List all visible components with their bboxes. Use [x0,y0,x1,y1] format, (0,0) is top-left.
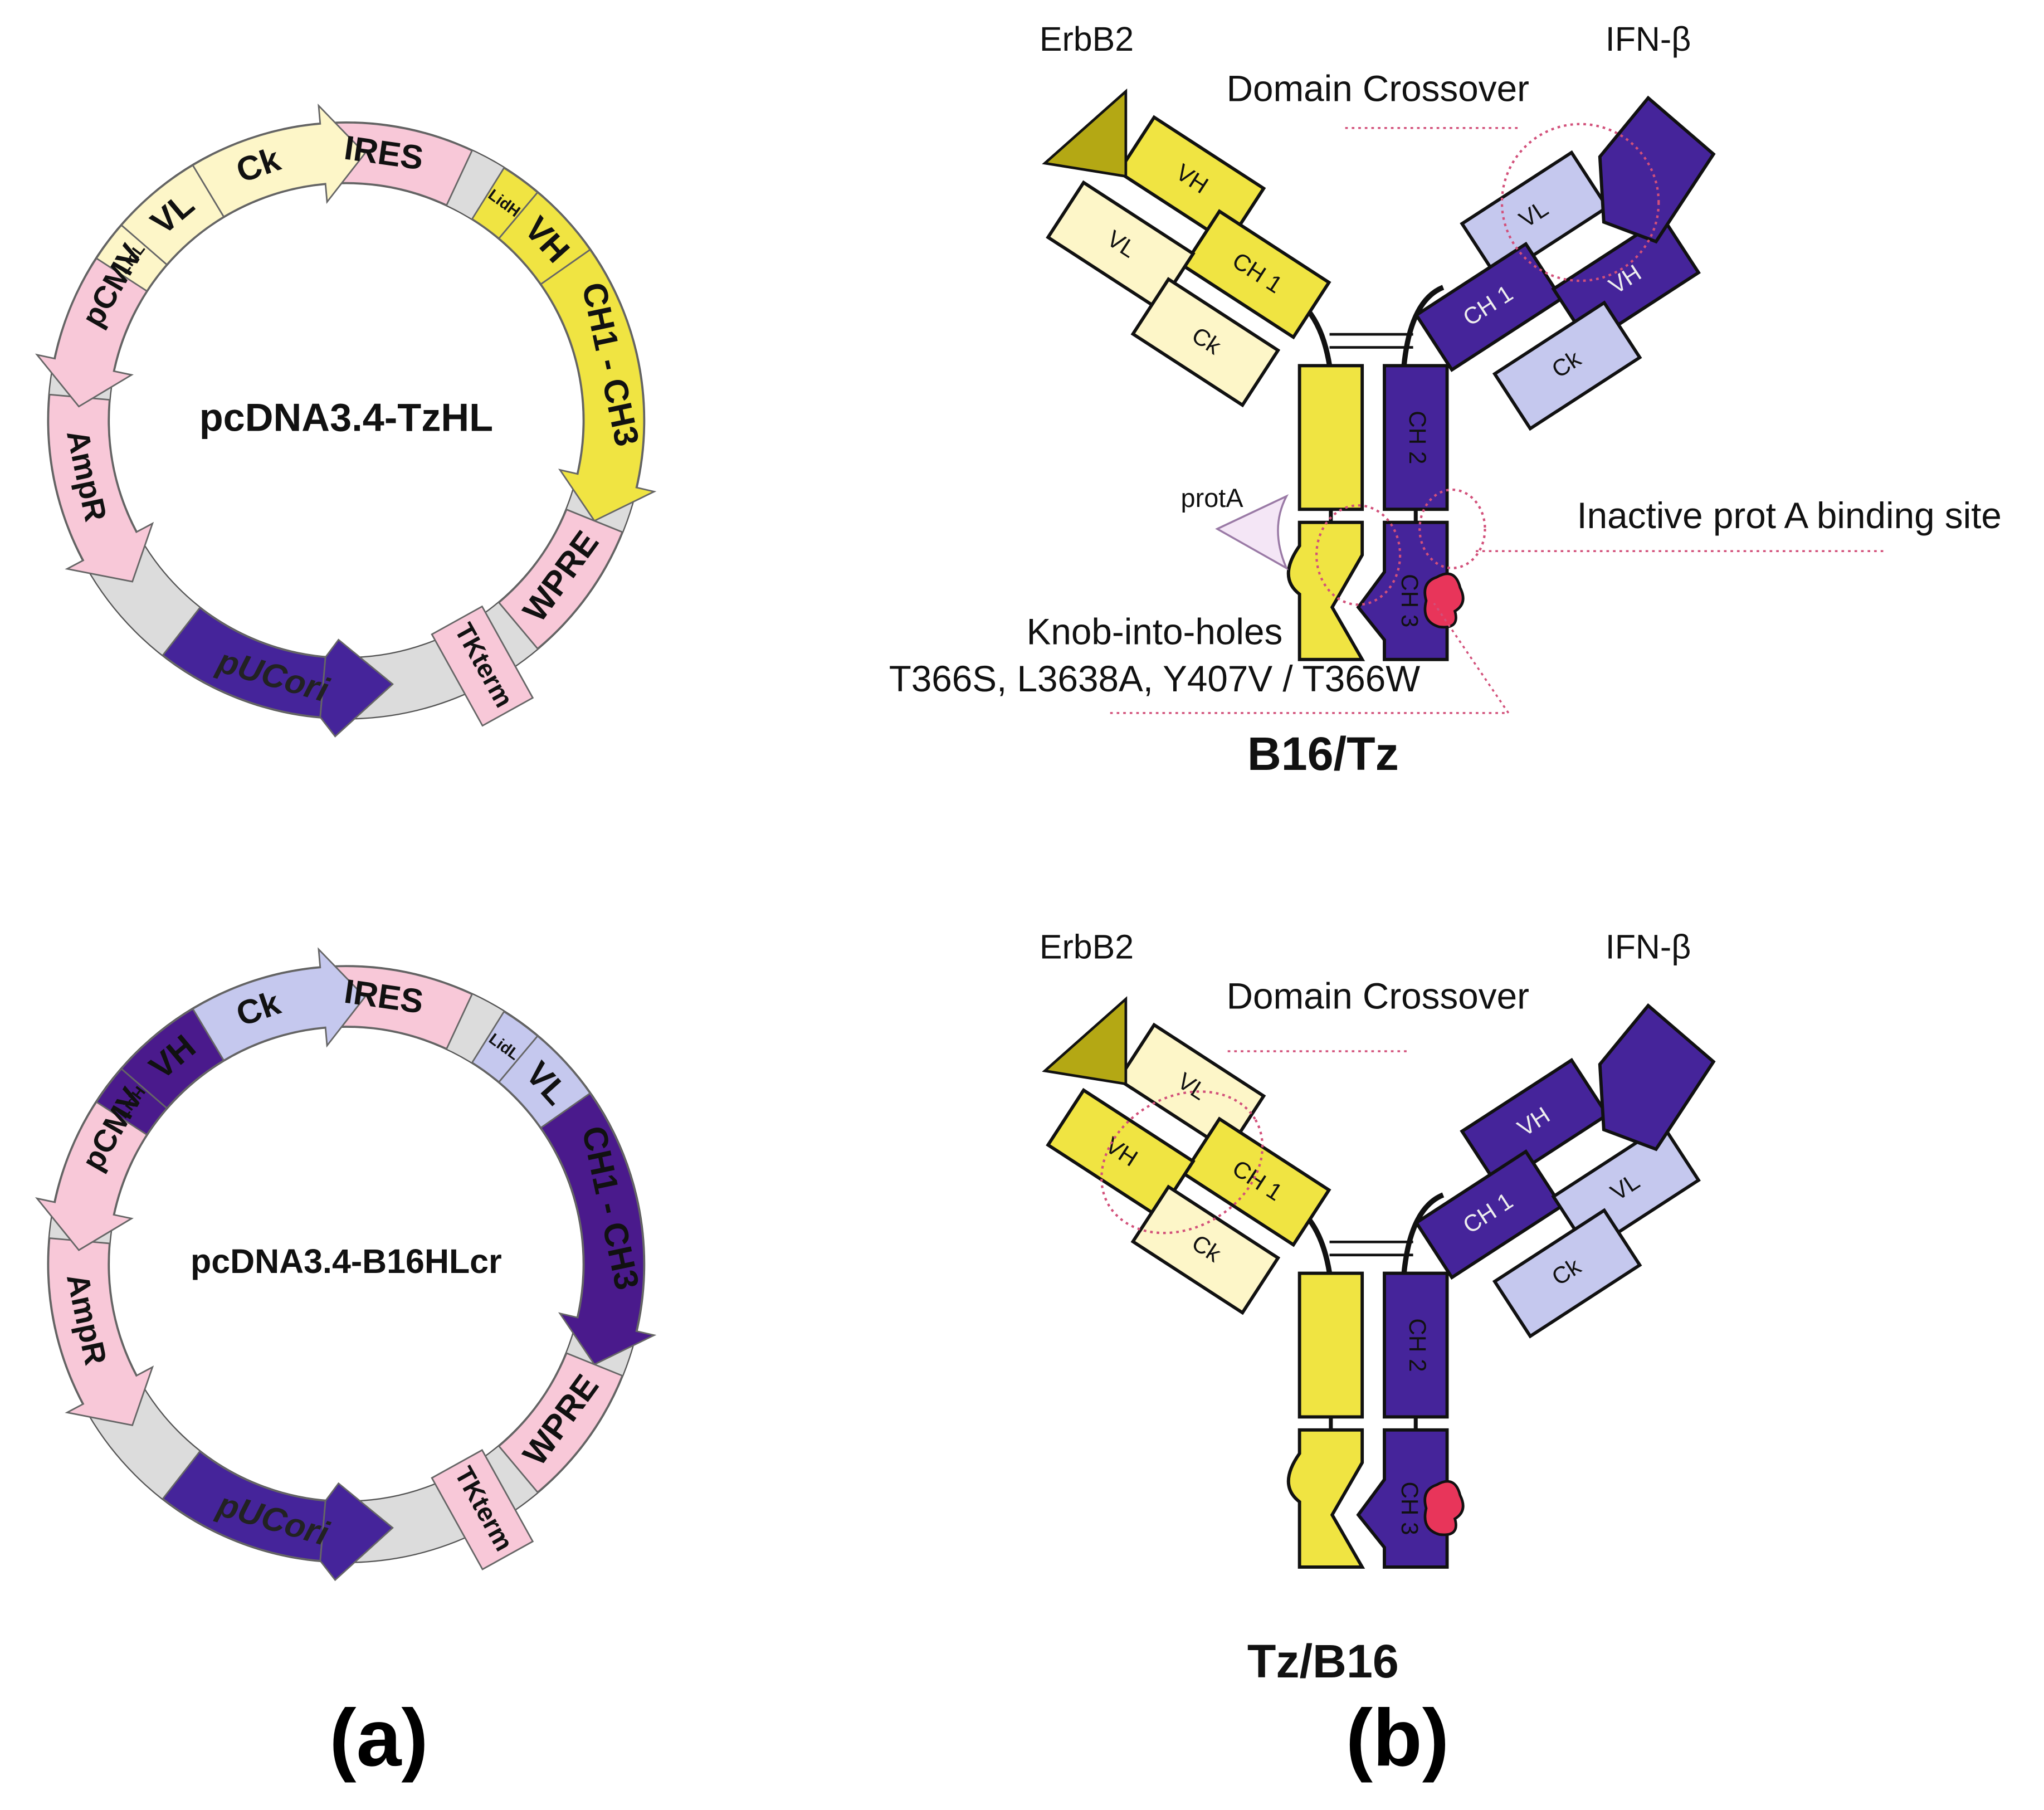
inactive-circle [1418,488,1486,569]
ifn-beta-label: IFN-β [1606,20,1691,58]
pucori-arrowhead [319,638,394,738]
fab-left-ch1 [1182,209,1331,340]
ch1-ch3-arrow [539,1092,657,1365]
fab-right-ch1 [1414,241,1564,372]
fab-left-lower-variable [1046,1087,1196,1218]
tkterm-box [431,605,534,727]
fab-right-ck [1492,1208,1642,1339]
fab-left-upper-variable [1116,115,1266,246]
ch3-label: CH 3 [1397,1481,1423,1535]
knob-mutations: T366S, L3638A, Y407V / T366W [889,658,1420,699]
fab-left-ch1 [1182,1116,1331,1247]
ch3-label: CH 3 [1397,574,1423,627]
knob-pointer [1110,603,1511,714]
antibody-name: B16/Tz [1247,728,1399,780]
ck-arrow [192,103,366,218]
fc-ch3-left-knob [1286,1428,1365,1569]
fab-right-upper-variable [1460,150,1609,281]
ch1-ch3-arrow [539,248,657,522]
fc-ch2-left [1297,1271,1364,1419]
ampr-arrow [47,1237,154,1426]
pucori-arrowhead [319,1482,394,1582]
crossover-circle [1100,1090,1264,1235]
ifn-beta-antigen [1598,1003,1716,1152]
inactive-prota-site [1423,1480,1465,1536]
wpre-segment [497,508,623,650]
fab-left-lower-variable [1046,180,1196,311]
tkterm-box [431,1449,534,1570]
fab-left-ck [1130,277,1281,408]
fc-ch2-right [1383,364,1449,511]
crossover-circle [1500,123,1660,282]
erbb2-label: ErbB2 [1040,20,1134,58]
prota-shape [1215,494,1289,570]
panel-a-label: (a) [329,1692,428,1783]
ampr-arrow [47,393,154,583]
erbb2-label: ErbB2 [1040,928,1134,965]
fab-left-ck [1130,1184,1281,1315]
pucori-arrow [162,1450,326,1562]
wpre-segment [497,1352,623,1494]
ch2-label: CH 2 [1404,1318,1431,1372]
prota-label: protA [1181,484,1244,513]
knob-circle [1315,504,1402,606]
domain-crossover-label: Domain Crossover [1227,68,1529,109]
inactive-site-label: Inactive prot A binding site [1577,495,2001,536]
fab-right-ck [1492,300,1642,431]
panel-b-label: (b) [1346,1692,1450,1783]
ck-arrow [192,947,366,1062]
fc-ch3-right-hole [1356,1428,1449,1569]
plasmid-name: pcDNA3.4-B16HLcr [191,1242,502,1280]
fc-ch3-left-knob [1286,520,1365,661]
fc-ch3-right-hole [1356,520,1449,661]
fc-ch2-left [1297,364,1364,511]
fab-left-upper-variable [1116,1022,1266,1153]
erbb2-antigen [1042,88,1128,178]
plasmid-name: pcDNA3.4-TzHL [199,395,493,439]
ifn-beta-label: IFN-β [1606,928,1691,965]
domain-crossover-label: Domain Crossover [1227,976,1529,1017]
knob-title: Knob-into-holes [1027,612,1283,652]
inactive-prota-site [1423,572,1465,629]
ifn-beta-antigen [1598,95,1716,244]
fab-right-upper-variable [1460,1057,1609,1189]
ch2-label: CH 2 [1404,411,1431,464]
fab-right-ch1 [1414,1149,1564,1280]
pucori-arrow [162,607,326,718]
antibody-name: Tz/B16 [1247,1635,1399,1687]
erbb2-antigen [1042,996,1128,1086]
